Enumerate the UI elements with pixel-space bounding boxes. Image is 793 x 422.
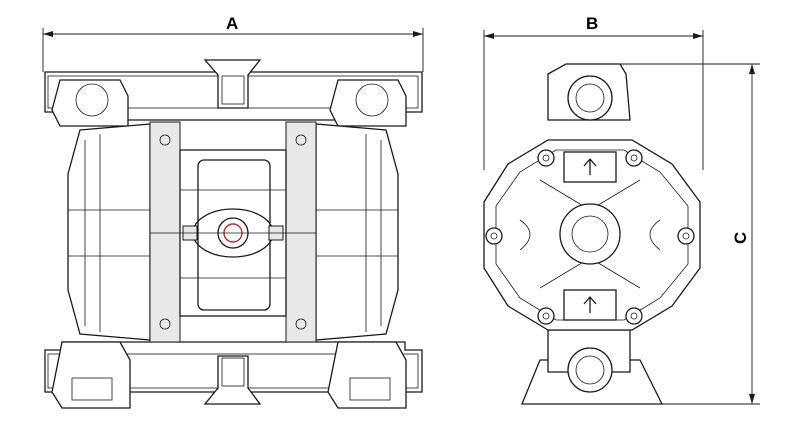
side-view xyxy=(483,63,701,405)
front-view xyxy=(44,59,423,409)
dimension-c: C xyxy=(620,63,760,405)
dimension-b: B xyxy=(483,14,704,170)
dimension-b-label: B xyxy=(586,14,598,33)
flow-arrow-up-icon xyxy=(583,158,597,175)
flow-arrow-up-icon xyxy=(583,296,597,313)
dimension-a-label: A xyxy=(226,14,238,33)
dimension-c-label: C xyxy=(731,232,750,244)
dimension-a: A xyxy=(42,14,424,72)
